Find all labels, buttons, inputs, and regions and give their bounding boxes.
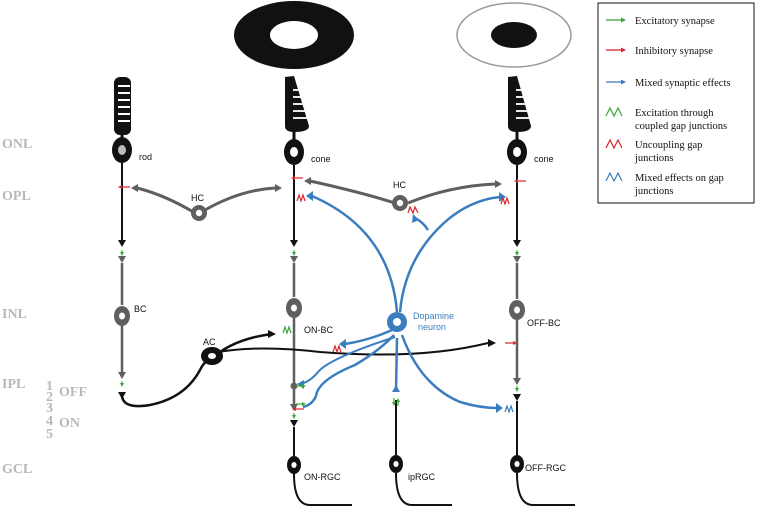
off-bipolar-cell: OFF-BC	[509, 256, 561, 385]
legend-label: Excitatory synapse	[635, 16, 715, 27]
amacrine-cell: AC	[118, 330, 496, 408]
rod-bipolar-cell: BC	[114, 256, 147, 379]
legend-zigzag-icon	[605, 106, 623, 118]
legend-item: Mixed synaptic effects	[606, 78, 730, 89]
legend-zigzag-icon	[605, 171, 623, 183]
hc-right-label: HC	[393, 180, 406, 190]
legend-label: junctions	[634, 186, 674, 197]
red-inhibitory-arrows	[118, 176, 526, 411]
hc-left-label: HC	[191, 193, 204, 203]
bc-label: BC	[134, 304, 147, 314]
iprgc: ipRGC	[389, 400, 452, 506]
green-excitatory-arrows	[120, 250, 519, 419]
sublamina-label-1: 1	[46, 379, 53, 394]
layer-label-inl: INL	[2, 307, 27, 322]
legend-label: Excitation through	[635, 108, 714, 119]
ipl-on-label: ON	[59, 416, 80, 431]
legend-item: Mixed effects on gap junctions	[605, 171, 724, 197]
on-bipolar-cell: ON-BC	[286, 256, 334, 411]
legend-arrow-icon	[606, 47, 626, 53]
cone-on-label: cone	[311, 154, 331, 164]
dopamine-label-line2: neuron	[418, 322, 446, 332]
legend-arrow-icon	[606, 17, 626, 23]
sublamina-label-3: 3	[46, 401, 53, 416]
rod-photoreceptor: rod	[112, 77, 152, 247]
dopamine-label-line1: Dopamine	[413, 311, 454, 321]
layer-label-gcl: GCL	[2, 462, 32, 477]
layer-label-onl: ONL	[2, 137, 32, 152]
legend-label: coupled gap junctions	[635, 121, 727, 132]
on-center-stimulus-icon	[234, 1, 354, 69]
off-center-stimulus-icon	[456, 2, 572, 68]
dopamine-neuron: Dopamine neuron	[297, 191, 506, 413]
iprgc-label: ipRGC	[408, 472, 436, 482]
legend-arrow-icon	[606, 79, 626, 85]
legend-label: Mixed effects on gap	[635, 173, 724, 184]
layer-label-opl: OPL	[2, 189, 31, 204]
on-bc-label: ON-BC	[304, 325, 334, 335]
sublamina-label-4: 4	[46, 414, 53, 429]
legend-item: Excitatory synapse	[606, 16, 715, 27]
off-bc-label: OFF-BC	[527, 318, 561, 328]
ac-label: AC	[203, 337, 216, 347]
off-rgc-label: OFF-RGC	[525, 463, 566, 473]
layer-label-ipl: IPL	[2, 377, 25, 392]
legend-label: Uncoupling gap	[635, 140, 702, 151]
on-rgc: ON-RGC	[287, 420, 352, 506]
sublamina-label-2: 2	[46, 390, 53, 405]
gap-junction-zigzags	[282, 193, 514, 414]
legend-zigzag-icon	[605, 138, 623, 150]
legend-item: Inhibitory synapse	[606, 46, 713, 57]
rod-label: rod	[139, 152, 152, 162]
sublamina-label-5: 5	[46, 427, 53, 442]
legend-label: Mixed synaptic effects	[635, 78, 730, 89]
legend-item: Excitation through coupled gap junctions	[605, 106, 727, 132]
cone-off-label: cone	[534, 154, 554, 164]
off-rgc: OFF-RGC	[510, 394, 575, 506]
legend-label: junctions	[634, 153, 674, 164]
ipl-off-label: OFF	[59, 385, 87, 400]
legend-item: Uncoupling gap junctions	[605, 138, 702, 164]
on-rgc-label: ON-RGC	[304, 472, 341, 482]
cone-off-photoreceptor: cone	[507, 76, 554, 247]
horizontal-cell-right: HC	[304, 177, 502, 211]
cone-on-photoreceptor: cone	[284, 76, 331, 247]
legend-label: Inhibitory synapse	[635, 46, 713, 57]
horizontal-cell-left: HC	[131, 184, 282, 221]
